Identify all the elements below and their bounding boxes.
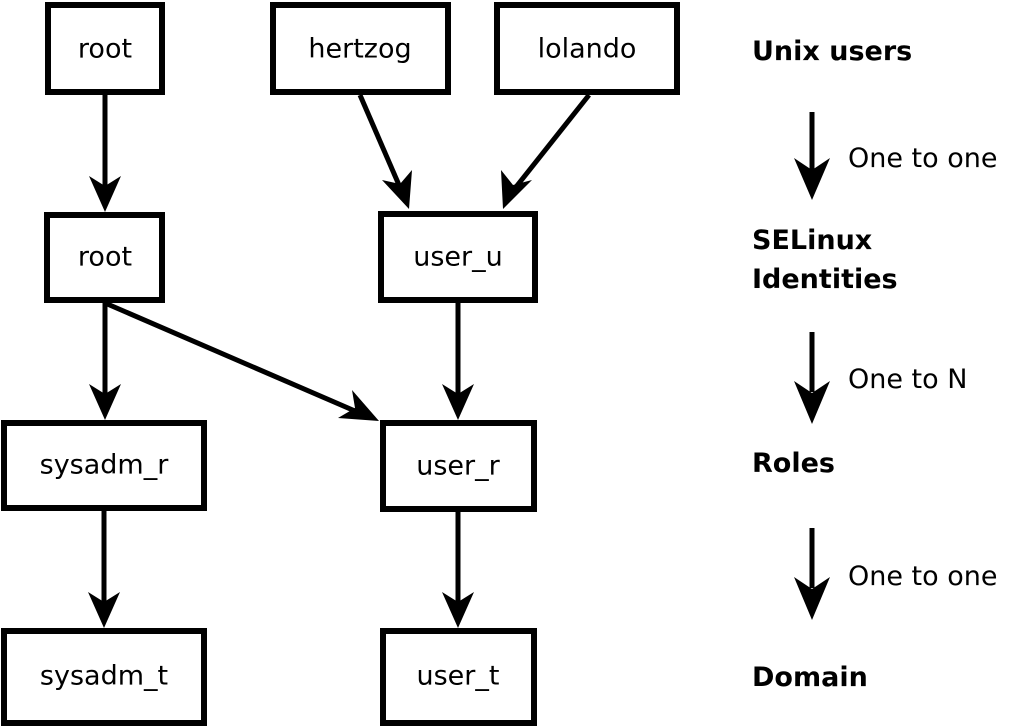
- edge-unix-root-to-id-root: [89, 95, 121, 212]
- edge-sysadm-r-to-sysadm-t: [88, 511, 120, 628]
- node-label: user_u: [413, 242, 503, 273]
- edge-lolando-to-user-u: [501, 93, 591, 209]
- node-label: user_r: [416, 451, 500, 482]
- node-unix-lolando[interactable]: lolando: [494, 2, 680, 95]
- legend-stage-domain: Domain: [752, 662, 868, 693]
- node-label: sysadm_r: [40, 450, 170, 481]
- node-label: root: [78, 242, 132, 273]
- node-domain-user-t[interactable]: user_t: [380, 628, 537, 726]
- edge-user-u-to-user-r: [442, 303, 474, 420]
- legend-stage-label: Domain: [752, 662, 868, 693]
- node-identity-root[interactable]: root: [44, 212, 165, 303]
- legend-stage-roles: Roles: [752, 448, 835, 479]
- node-label: root: [78, 34, 132, 65]
- legend-stage-label: Unix users: [752, 36, 912, 67]
- legend-arrow-one-to-one-top: [794, 112, 830, 200]
- legend-relation-label: One to N: [848, 364, 967, 395]
- legend-stage-label: Roles: [752, 448, 835, 479]
- node-domain-sysadm-t[interactable]: sysadm_t: [1, 628, 207, 726]
- legend-stage-label-line2: Identities: [752, 264, 898, 295]
- node-role-sysadm-r[interactable]: sysadm_r: [1, 420, 207, 511]
- node-unix-hertzog[interactable]: hertzog: [270, 2, 451, 95]
- node-label: lolando: [538, 34, 637, 65]
- edge-hertzog-to-user-u: [357, 94, 412, 209]
- node-identity-user-u[interactable]: user_u: [378, 211, 538, 303]
- node-label: user_t: [417, 661, 500, 692]
- node-label: sysadm_t: [40, 661, 168, 692]
- node-role-user-r[interactable]: user_r: [380, 420, 537, 512]
- edge-user-r-to-user-t: [442, 512, 474, 628]
- edge-id-root-to-user-r: [104, 300, 379, 421]
- node-label: hertzog: [308, 34, 411, 65]
- legend-stage-label-line1: SELinux: [752, 225, 872, 256]
- legend-relation-label: One to one: [848, 143, 998, 174]
- legend-arrow-one-to-n: [794, 332, 830, 424]
- legend-arrow-one-to-one-bottom: [794, 528, 830, 620]
- node-unix-root[interactable]: root: [45, 2, 165, 95]
- edge-id-root-to-sysadm-r: [89, 303, 121, 420]
- legend-stage-unix-users: Unix users: [752, 36, 912, 67]
- legend-stage-selinux-identities: SELinux Identities: [752, 225, 898, 295]
- legend-relation-label: One to one: [848, 561, 998, 592]
